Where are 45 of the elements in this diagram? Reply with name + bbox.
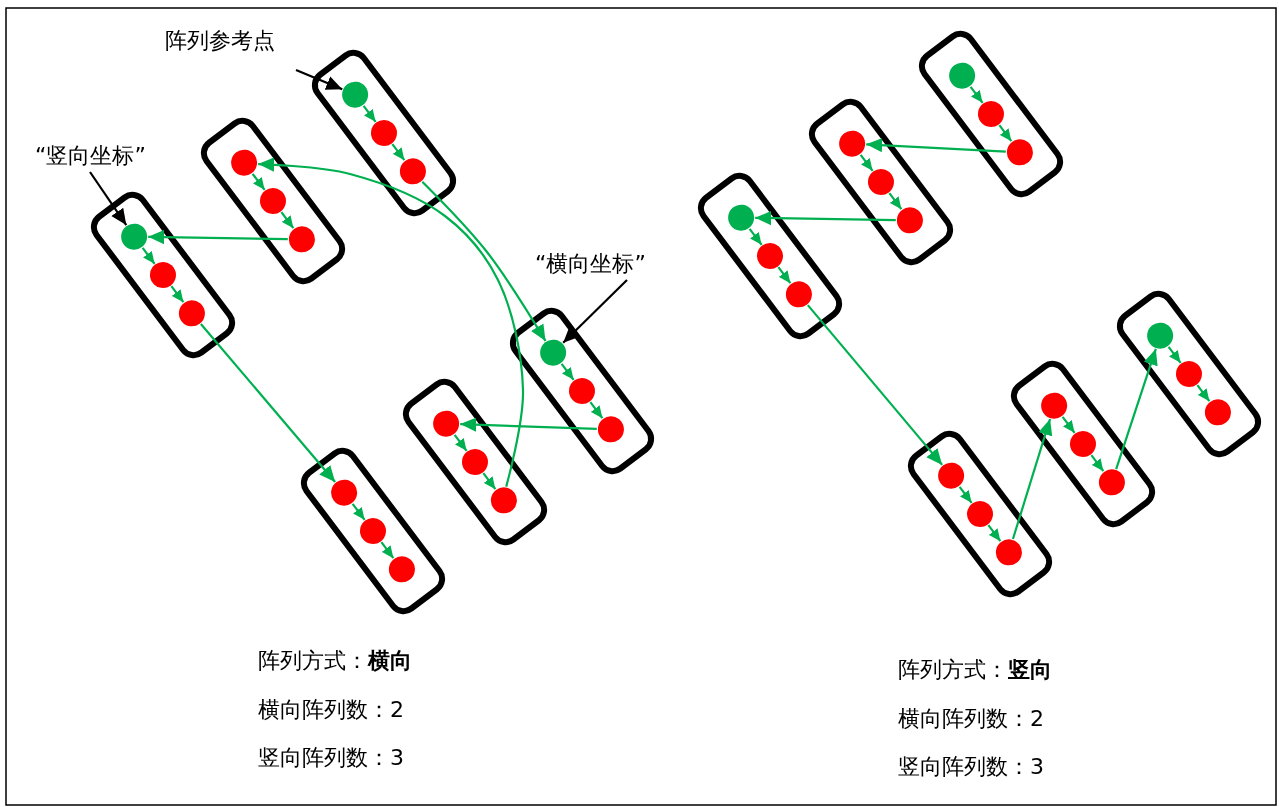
arrow	[748, 228, 763, 246]
arrow	[148, 229, 288, 245]
arrow	[589, 401, 604, 419]
arrow	[453, 434, 468, 452]
arrow	[258, 157, 525, 487]
arrow	[170, 285, 185, 303]
arrow	[1196, 384, 1211, 402]
arrow	[859, 154, 874, 172]
arrow	[351, 503, 366, 521]
arrow	[251, 173, 266, 191]
arrow	[806, 304, 944, 466]
callout-text: “横向坐标”	[535, 251, 646, 276]
setting-text: 阵列方式：横向	[258, 648, 412, 675]
setting-text: 横向阵列数：2	[898, 706, 1044, 733]
arrow	[1011, 418, 1053, 540]
arrow	[866, 138, 1006, 153]
arrow	[141, 247, 156, 265]
arrow	[280, 211, 295, 229]
arrow	[560, 363, 575, 381]
arrow	[200, 323, 336, 483]
arrow	[888, 192, 903, 210]
leader-arrow	[562, 279, 628, 344]
arrow	[460, 417, 597, 432]
arrow	[1115, 348, 1158, 470]
setting-text: 阵列方式：竖向	[898, 657, 1052, 684]
setting-text: 竖向阵列数：3	[258, 745, 404, 772]
arrow	[482, 472, 497, 490]
arrow	[1061, 416, 1076, 434]
arrow	[362, 105, 377, 123]
arrow	[755, 210, 896, 226]
leader-arrow	[89, 171, 128, 226]
arrow	[998, 124, 1013, 142]
setting-text: 横向阵列数：2	[258, 697, 404, 724]
arrow	[777, 266, 792, 284]
arrow	[958, 486, 973, 504]
arrow	[1167, 346, 1182, 364]
arrow	[421, 180, 547, 342]
arrow	[391, 143, 406, 161]
callout-text: 阵列参考点	[165, 28, 275, 53]
arrow	[1090, 454, 1105, 472]
setting-text: 竖向阵列数：3	[898, 754, 1044, 781]
arrow	[987, 524, 1002, 542]
callout-text: “竖向坐标”	[35, 143, 146, 168]
arrow	[969, 86, 984, 104]
arrow	[380, 541, 395, 559]
